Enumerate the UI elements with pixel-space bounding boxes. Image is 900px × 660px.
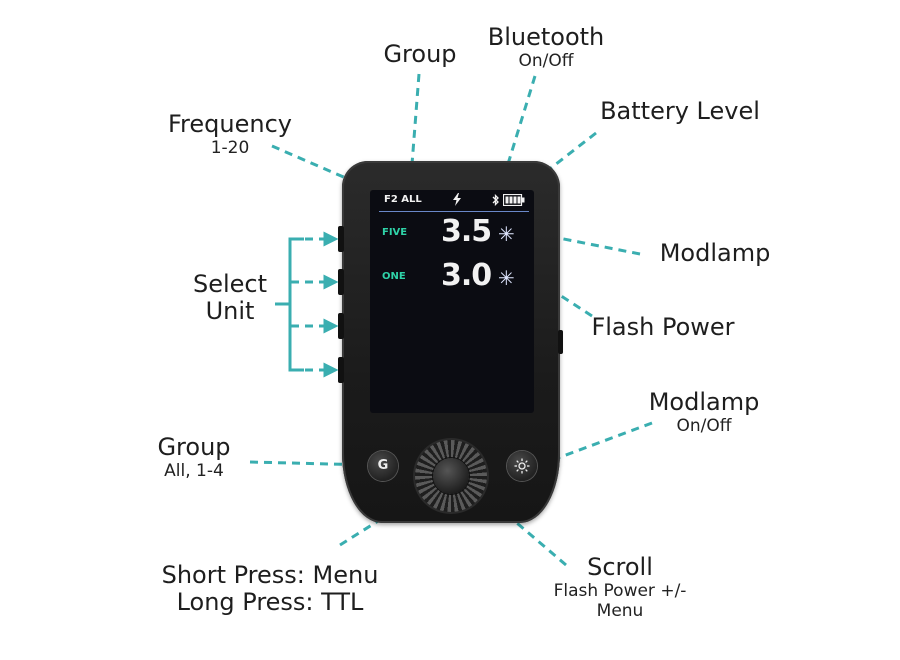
modlamp-title: Modlamp — [659, 239, 771, 267]
right-side-button[interactable] — [558, 330, 563, 354]
scroll-title: Scroll — [587, 553, 653, 581]
group-button-subtitle: All, 1-4 — [164, 461, 224, 481]
short-press-text: Short Press: Menu — [161, 561, 379, 589]
sun-icon: ✳ — [498, 266, 515, 290]
battery-callout: Battery Level — [590, 98, 770, 125]
dial-center-button[interactable] — [433, 458, 469, 494]
long-press-text: Long Press: TTL — [176, 588, 364, 616]
select-unit-line-1: Select — [192, 270, 268, 298]
bluetooth-title: Bluetooth — [487, 23, 605, 51]
sun-icon: ✳ — [498, 222, 515, 246]
group-title: Group — [383, 40, 457, 68]
flash-power-leader — [480, 243, 593, 318]
unit-select-button-2[interactable] — [338, 269, 344, 295]
flash-power-five: 3.5 — [441, 214, 492, 249]
device-screen: F2 ALL FIVE 3.5 ✳ ONE 3.0 ✳ — [370, 190, 534, 413]
frequency-group-readout: F2 ALL — [384, 194, 422, 205]
unit-select-button-1[interactable] — [338, 226, 344, 252]
group-button-callout: Group All, 1-4 — [134, 433, 254, 482]
group-button[interactable]: G — [368, 451, 398, 481]
group-leader — [403, 73, 421, 195]
unit-label-five: FIVE — [382, 227, 408, 238]
select-unit-line-2: Unit — [205, 297, 255, 325]
flash-power-title: Flash Power — [591, 313, 735, 341]
select-unit-bracket — [288, 237, 304, 372]
modlamp-toggle-callout: Modlamp On/Off — [634, 388, 774, 437]
bluetooth-subtitle: On/Off — [518, 51, 574, 71]
bluetooth-icon — [492, 194, 499, 206]
unit-select-button-4[interactable] — [338, 357, 344, 383]
flash-power-one: 3.0 — [441, 258, 492, 293]
scroll-subtitle-2: Menu — [596, 601, 644, 621]
status-divider — [379, 211, 529, 212]
frequency-callout: Frequency 1-20 — [160, 110, 300, 159]
frequency-title: Frequency — [168, 110, 292, 138]
unit-select-button-3[interactable] — [338, 313, 344, 339]
group-button-glyph: G — [377, 458, 389, 473]
modlamp-toggle-subtitle: On/Off — [676, 416, 732, 436]
battery-title: Battery Level — [600, 97, 760, 125]
scroll-subtitle-1: Flash Power +/- — [553, 581, 687, 601]
frequency-subtitle: 1-20 — [210, 138, 250, 158]
lightning-icon — [453, 193, 461, 206]
modlamp-button[interactable] — [507, 451, 537, 481]
flash-power-callout: Flash Power — [578, 314, 748, 341]
select-unit-callout: Select Unit — [180, 271, 280, 325]
unit-label-one: ONE — [382, 271, 406, 282]
modlamp-callout: Modlamp — [640, 240, 790, 267]
press-callout: Short Press: Menu Long Press: TTL — [140, 562, 400, 616]
bluetooth-callout: Bluetooth On/Off — [476, 23, 616, 72]
sun-icon — [514, 458, 530, 474]
battery-leader — [516, 131, 597, 195]
modlamp-toggle-title: Modlamp — [648, 388, 760, 416]
battery-icon — [503, 194, 525, 206]
scroll-callout: Scroll Flash Power +/- Menu — [530, 553, 710, 622]
group-button-title: Group — [157, 433, 231, 461]
group-callout: Group — [370, 41, 470, 68]
